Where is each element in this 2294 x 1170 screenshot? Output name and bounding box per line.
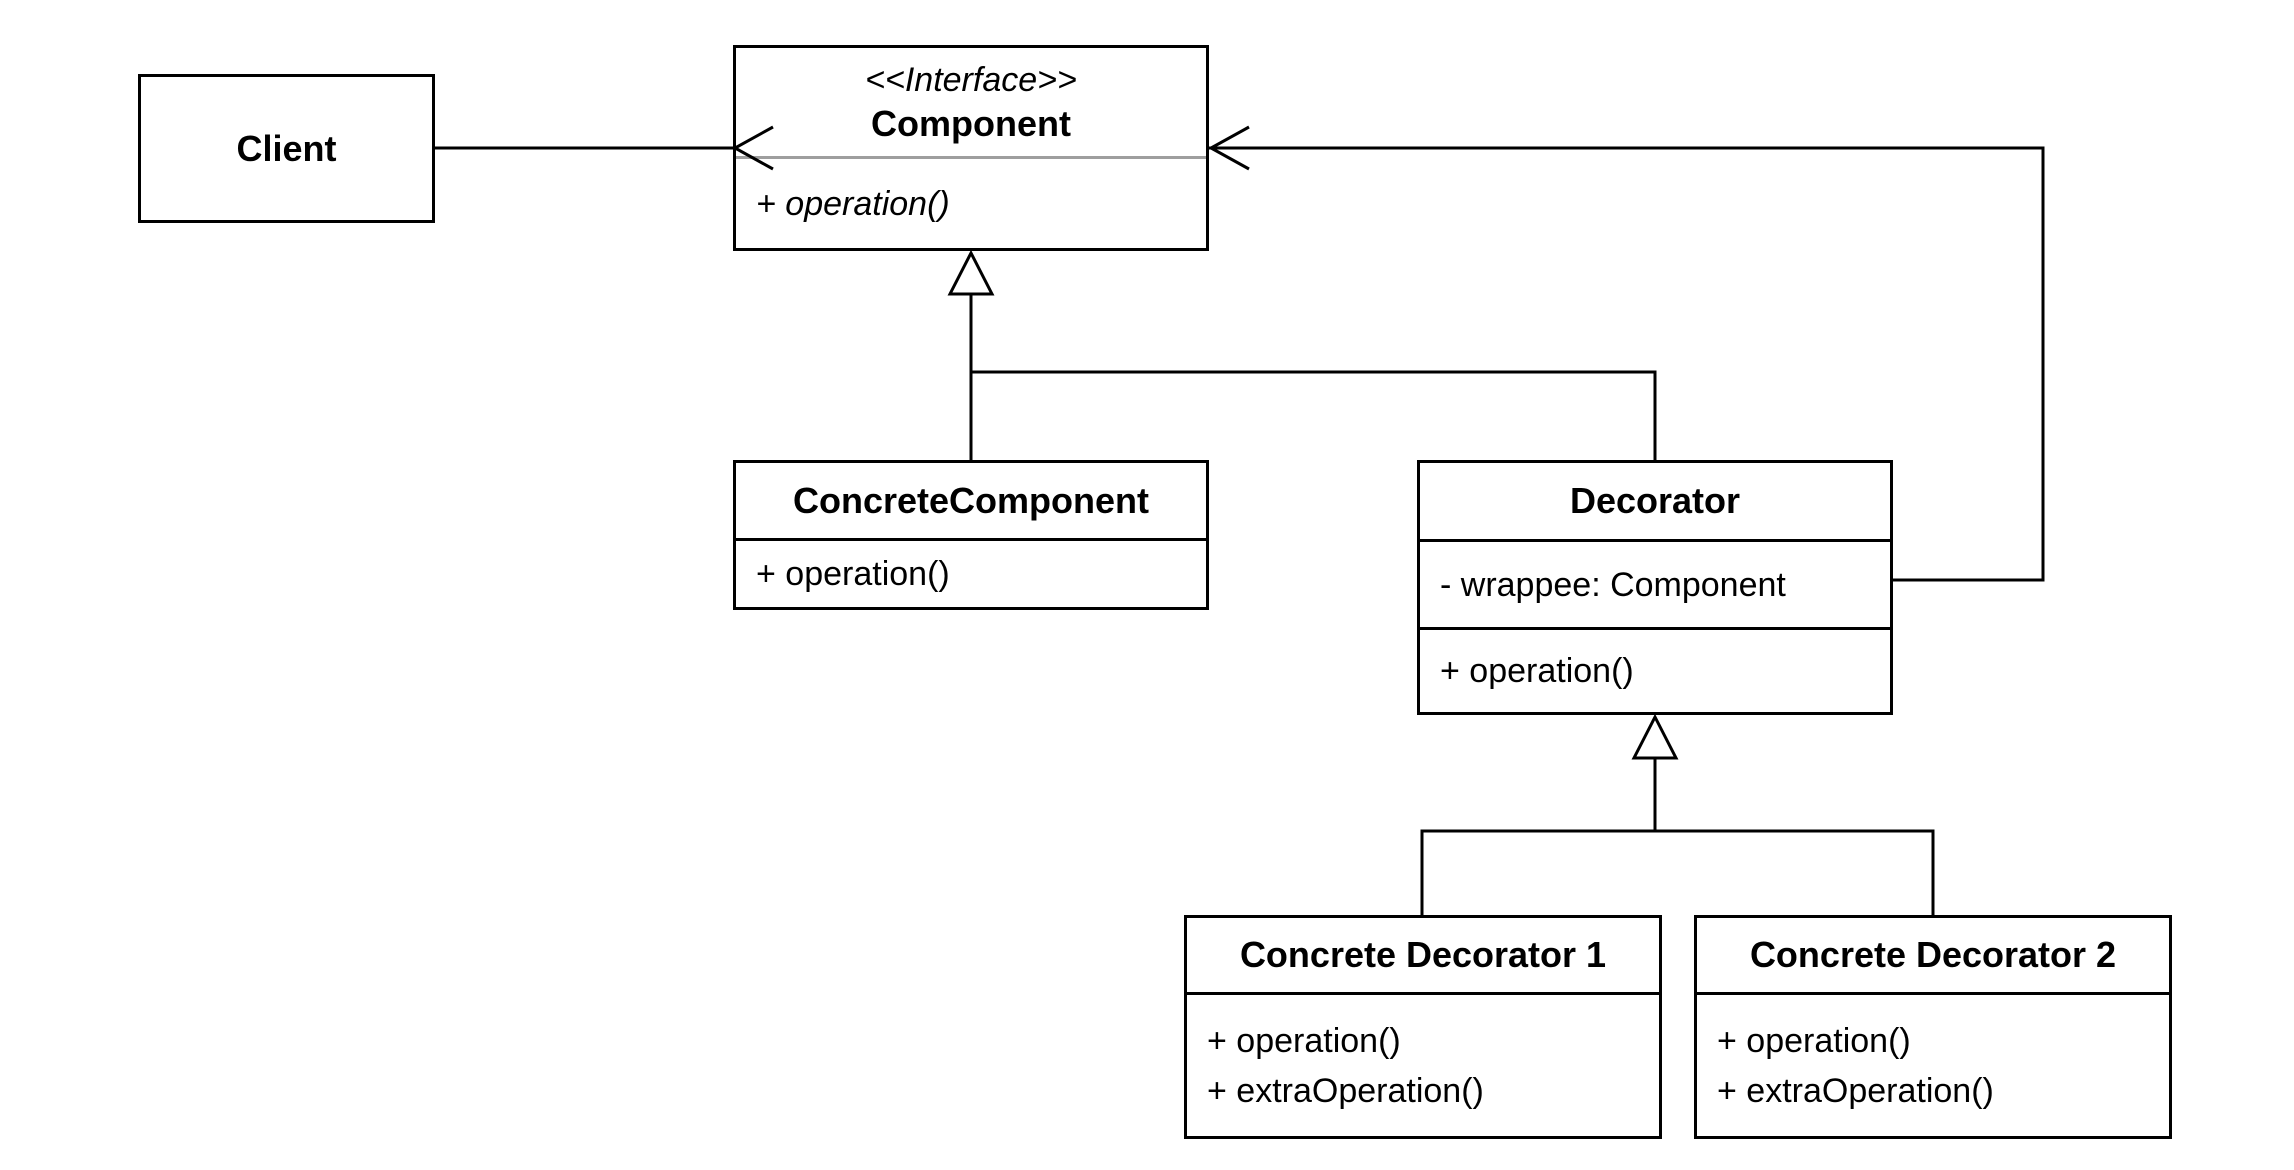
method-row: + extraOperation() <box>1207 1071 1484 1110</box>
association-client-component <box>435 125 774 171</box>
method-row: + extraOperation() <box>1717 1071 1994 1110</box>
class-title: Client <box>236 127 337 169</box>
class-box-concrete-decorator-1: Concrete Decorator 1 + operation() + ext… <box>1184 915 1662 1139</box>
class-box-concrete-decorator-2: Concrete Decorator 2 + operation() + ext… <box>1694 915 2172 1139</box>
method-compartment: + operation() <box>1420 627 1890 712</box>
class-box-decorator: Decorator - wrappee: Component + operati… <box>1417 460 1893 715</box>
method-row: + operation() <box>1717 1021 1911 1060</box>
attribute-compartment: - wrappee: Component <box>1420 539 1890 627</box>
method-compartment: + operation() + extraOperation() <box>1697 992 2169 1136</box>
class-box-component: <<Interface>> Component + operation() <box>733 45 1209 251</box>
class-title: Concrete Decorator 2 <box>1749 934 2117 975</box>
class-box-concrete-component: ConcreteComponent + operation() <box>733 460 1209 610</box>
class-title: Concrete Decorator 1 <box>1239 934 1607 975</box>
method-row: + operation() <box>756 184 950 223</box>
generalization-component-connector <box>947 249 1657 460</box>
hollow-triangle-icon <box>1631 713 1679 760</box>
method-compartment: + operation() <box>736 156 1206 248</box>
attribute-row: - wrappee: Component <box>1440 565 1786 604</box>
method-compartment: + operation() <box>736 538 1206 607</box>
method-row: + operation() <box>1207 1021 1401 1060</box>
class-title: Decorator <box>1569 480 1741 521</box>
method-row: + operation() <box>1440 652 1634 690</box>
hollow-triangle-icon <box>947 249 995 296</box>
method-row: + operation() <box>756 555 950 593</box>
generalization-branch <box>1420 829 1935 915</box>
class-header: <<Interface>> Component <box>736 48 1206 156</box>
generalization-branch <box>971 370 1657 460</box>
class-stereotype: <<Interface>> <box>865 61 1077 99</box>
class-title: ConcreteComponent <box>792 479 1149 521</box>
open-arrowhead-icon <box>1207 125 1250 171</box>
generalization-decorator-connector <box>1420 713 1935 915</box>
method-compartment: + operation() + extraOperation() <box>1187 992 1659 1136</box>
class-box-client: Client <box>138 74 435 223</box>
class-title: Component <box>871 103 1071 144</box>
